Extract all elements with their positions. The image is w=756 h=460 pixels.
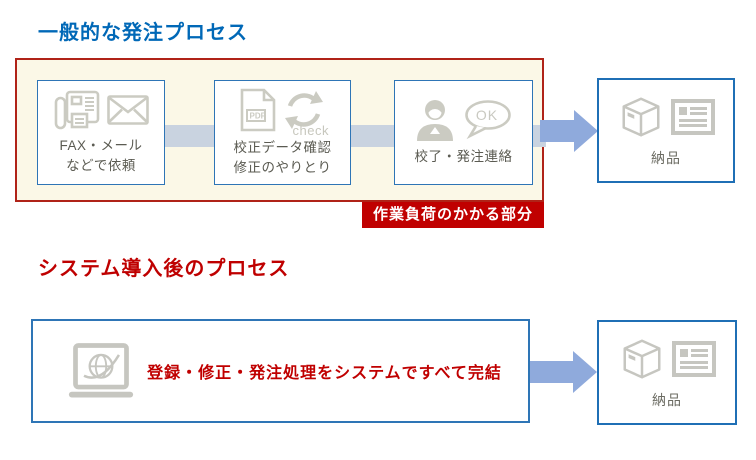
step2-icons: PDF check [240, 88, 328, 138]
general-process-title: 一般的な発注プロセス [38, 22, 248, 44]
burden-label: 作業負荷のかかる部分 [361, 202, 544, 228]
delivery-label-bottom: 納品 [652, 391, 682, 408]
envelope-icon [106, 95, 149, 125]
step1-icons [54, 90, 149, 130]
arrow-to-delivery-top [540, 110, 598, 152]
delivery-icons-top [618, 94, 715, 140]
delivery-icons-bottom [619, 336, 716, 382]
connector-step1-step2 [165, 125, 214, 147]
ok-speech-bubble-icon: OK [464, 99, 514, 140]
step-proof-data-check: PDF check 校正データ確認 修正のやりとり [214, 80, 351, 185]
pdf-file-icon: PDF [240, 88, 276, 132]
delivery-card-icon [671, 340, 716, 377]
step3-label: 校了・発注連絡 [414, 148, 513, 164]
package-box-icon [618, 94, 664, 140]
delivery-card-icon [670, 98, 715, 135]
step3-icons: OK [413, 99, 514, 141]
laptop-globe-icon [67, 342, 135, 400]
arrow-to-delivery-bottom [530, 351, 597, 393]
person-icon [413, 99, 457, 141]
delivery-label-top: 納品 [651, 149, 681, 166]
ok-bubble-text: OK [475, 106, 499, 123]
system-step-box: 登録・修正・発注処理をシステムですべて完結 [31, 319, 530, 423]
connector-step2-step3 [351, 125, 394, 147]
step1-label: FAX・メール などで依頼 [59, 137, 143, 173]
package-box-icon [619, 336, 665, 382]
burden-area-container: FAX・メール などで依頼 PDF [15, 58, 546, 202]
refresh-arrows-icon [283, 89, 325, 131]
check-caption: check [292, 122, 329, 138]
delivery-box-bottom: 納品 [597, 320, 737, 425]
system-process-title: システム導入後のプロセス [38, 258, 290, 280]
fax-icon [54, 90, 100, 130]
step2-label: 校正データ確認 修正のやりとり [233, 139, 332, 175]
step-approval-order-contact: OK 校了・発注連絡 [394, 80, 533, 185]
step-fax-mail-request: FAX・メール などで依頼 [37, 80, 165, 185]
system-step-text: 登録・修正・発注処理をシステムですべて完結 [147, 365, 502, 382]
delivery-box-top: 納品 [597, 78, 735, 183]
svg-text:PDF: PDF [250, 111, 266, 120]
